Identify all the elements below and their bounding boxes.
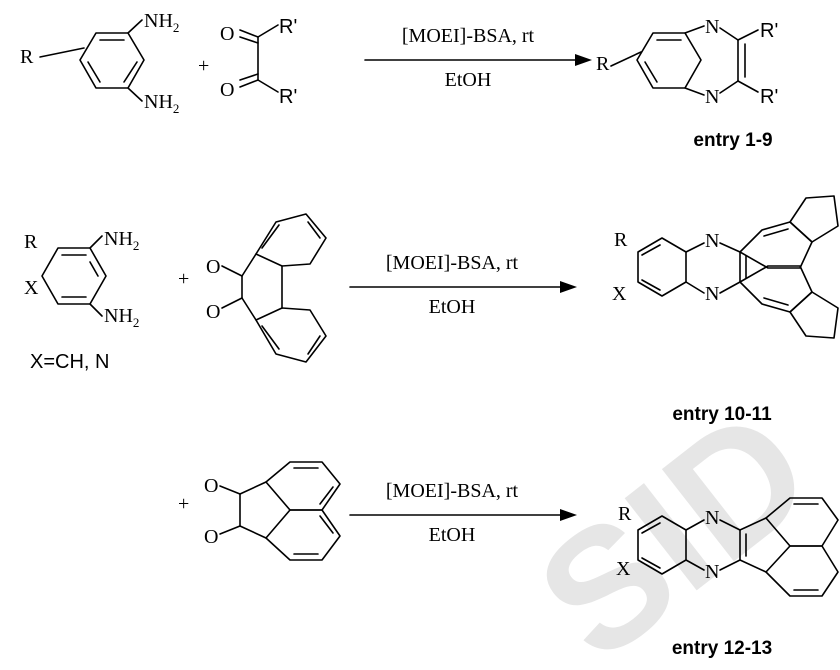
arrow-head [575,54,592,66]
upper-ring [739,221,813,269]
r-substituent-label: R [20,46,34,68]
entry-label-row3: entry 12-13 [672,638,772,659]
oxygen-label: O [206,256,220,278]
x-atom-label: X [612,283,627,305]
r-prime-label: R' [760,20,778,42]
reagent-label: [MOEI]-BSA, rt [386,480,519,502]
plus-sign-row2: + [178,268,189,290]
r-substituent-label: R [596,53,610,75]
outer-upper-ring [789,195,839,243]
r-prime-label: R' [760,86,778,108]
row2-diamine: NH2 NH2 R X [24,228,139,330]
solvent-label: EtOH [429,296,476,318]
arrow-head [560,281,577,293]
amine-bottom-label: NH2 [144,91,179,116]
row1-diketone: O O R' R' [220,16,297,108]
lower-ring [265,509,341,561]
row1-diamine: NH2 NH2 R [20,10,179,116]
r-substituent-label: R [614,229,628,251]
benzene-ring [79,32,145,89]
nitrogen-label: N [705,507,719,529]
upper-ring [255,213,327,267]
row2-arrow: [MOEI]-BSA, rt EtOH [349,252,577,318]
arrow-head [560,509,577,521]
solvent-label: EtOH [445,69,492,91]
row3-arrow: [MOEI]-BSA, rt EtOH [349,480,577,546]
oxygen-label: O [220,79,234,101]
x-atom-label: X [24,277,39,299]
r-prime-label: R' [279,86,297,108]
nitrogen-label: N [705,561,719,583]
upper-ring [265,461,341,511]
amine-bottom-label: NH2 [104,305,139,330]
pyridine-ring [637,237,687,297]
benzo-ring [636,32,702,89]
row1-quinoxaline-product: N N R' R' R [596,16,778,108]
reagent-label: [MOEI]-BSA, rt [402,25,535,47]
pyridine-ring [41,247,107,305]
plus-sign-row1: + [198,55,209,77]
lower-ring [255,307,327,363]
plus-sign-row3: + [178,493,189,515]
x-atom-label: X [616,558,631,580]
row2-phenanthrenequinone: O O [206,213,327,363]
lower-ring [765,545,839,597]
oxygen-label: O [204,526,218,548]
r-prime-label: R' [279,16,297,38]
reagent-label: [MOEI]-BSA, rt [386,252,519,274]
oxygen-label: O [204,475,218,497]
r-substituent-label: R [24,231,38,253]
oxygen-label: O [220,23,234,45]
row1-arrow: [MOEI]-BSA, rt EtOH [364,25,592,91]
nitrogen-label: N [705,16,719,38]
outer-lower-ring [789,291,839,339]
nitrogen-label: N [705,283,719,305]
r-substituent-label: R [618,503,632,525]
lower-ring [739,265,813,313]
entry-label-row1: entry 1-9 [693,130,772,151]
row2-dibenzophenazine-product: R X N N [612,195,839,339]
nitrogen-label: N [705,230,719,252]
entry-label-row2: entry 10-11 [672,404,772,425]
row3-acenaphthopyrazine-product: R X N N [616,497,839,597]
amine-top-label: NH2 [144,10,179,35]
nitrogen-label: N [705,86,719,108]
amine-top-label: NH2 [104,228,139,253]
solvent-label: EtOH [429,524,476,546]
oxygen-label: O [206,301,220,323]
row3-acenaphthenequinone: O O [204,461,341,561]
x-definition-note: X=CH, N [30,351,109,373]
